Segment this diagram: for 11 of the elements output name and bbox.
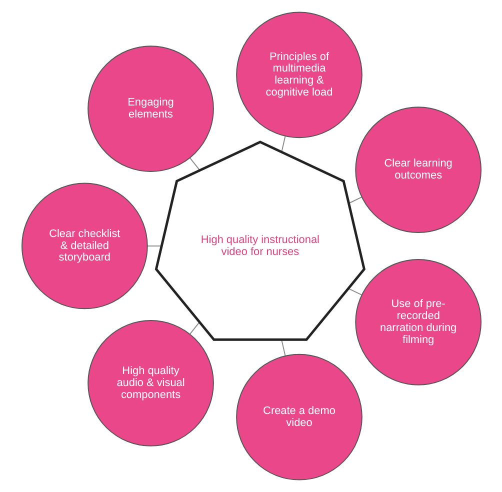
node-circle: Principles of multimedia learning & cognitive load — [236, 12, 362, 138]
node-circle: Use of pre-recorded narration during filming — [354, 258, 482, 386]
node-circle: Create a demo video — [236, 354, 362, 480]
node-circle: Clear learning outcomes — [354, 106, 482, 234]
connector — [189, 158, 200, 171]
connector — [189, 322, 200, 334]
connector — [348, 288, 362, 296]
node-circle: Clear checklist & detailed storyboard — [20, 182, 148, 310]
connector — [280, 339, 286, 356]
connector — [348, 196, 362, 204]
connector — [280, 136, 286, 152]
